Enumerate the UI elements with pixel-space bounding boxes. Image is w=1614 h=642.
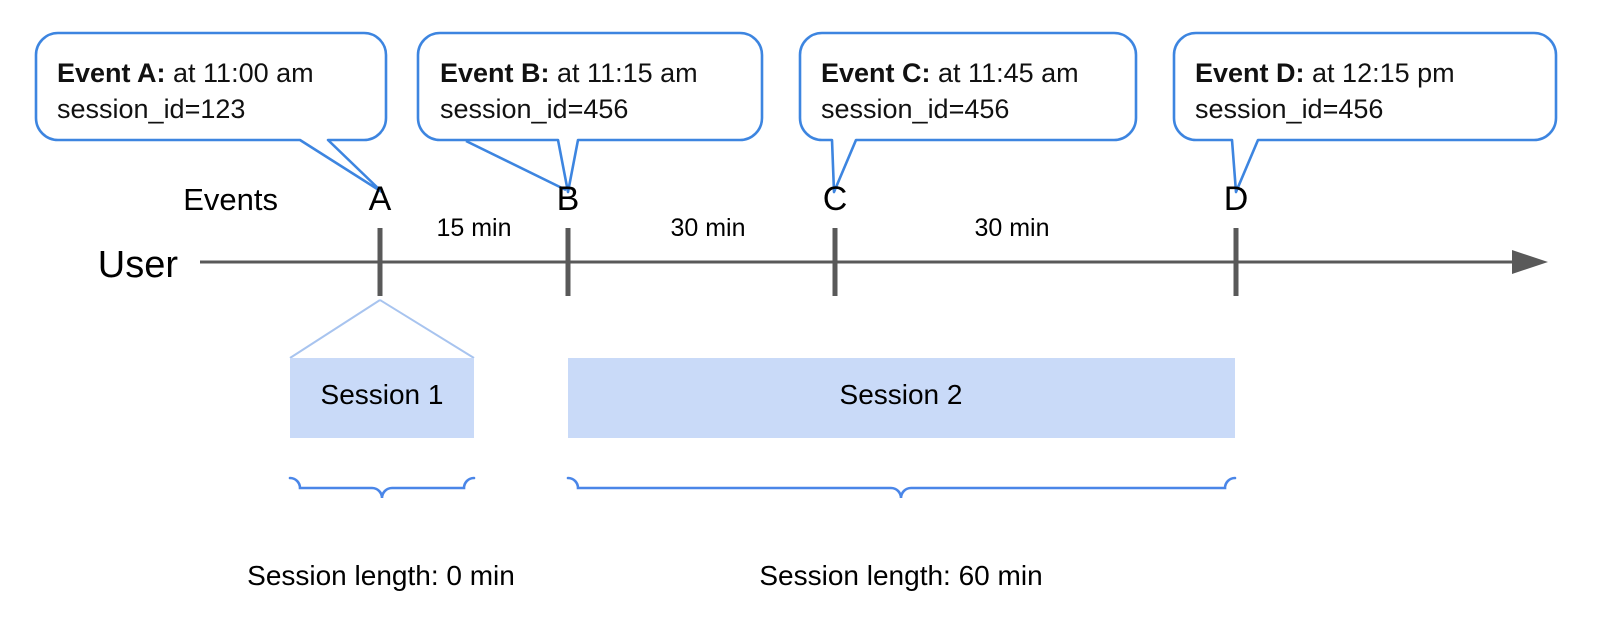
callout-a-lead: Event A:	[57, 58, 166, 88]
session-2-brace	[566, 476, 1237, 499]
callout-b-tail-stroke	[465, 139, 567, 192]
session-1-brace	[288, 476, 476, 499]
callout-b-bubble	[416, 31, 764, 194]
callout-c-time: at 11:45 am	[931, 58, 1079, 88]
callout-a-line1: Event A: at 11:00 am	[57, 58, 314, 88]
timeline-arrowhead-icon	[1512, 250, 1548, 274]
user-row-label: User	[98, 244, 179, 286]
session-1-label: Session 1	[321, 379, 444, 410]
callout-d-bubble	[1172, 31, 1558, 194]
event-letter-c: C	[823, 180, 848, 218]
callout-c-line2: session_id=456	[821, 94, 1009, 124]
session-2-length-label: Session length: 60 min	[759, 560, 1042, 591]
events-row-label: Events	[183, 182, 278, 217]
callout-c-bubble	[798, 31, 1138, 194]
session-2-label: Session 2	[840, 379, 963, 410]
session-1-length-label: Session length: 0 min	[247, 560, 515, 591]
event-letter-d: D	[1224, 180, 1249, 218]
gap-label-a-b: 15 min	[436, 214, 511, 242]
callout-a-line2: session_id=123	[57, 94, 245, 124]
callout-event-b: Event B: at 11:15 am session_id=456	[416, 31, 764, 194]
callout-c-lead: Event C:	[821, 58, 931, 88]
callout-d-line2: session_id=456	[1195, 94, 1383, 124]
session-1-bar	[290, 358, 474, 438]
callout-b-lead: Event B:	[440, 58, 550, 88]
callout-d-time: at 12:15 pm	[1305, 58, 1455, 88]
gap-label-c-d: 30 min	[974, 214, 1049, 242]
session-1-connector	[289, 299, 475, 359]
callout-a-time: at 11:00 am	[166, 58, 314, 88]
callout-b-line2: session_id=456	[440, 94, 628, 124]
callout-a-bubble	[34, 31, 388, 194]
callout-b-time: at 11:15 am	[550, 58, 698, 88]
callout-c-line1: Event C: at 11:45 am	[821, 58, 1079, 88]
callout-event-c: Event C: at 11:45 am session_id=456	[798, 31, 1138, 194]
gap-label-b-c: 30 min	[670, 214, 745, 242]
callout-d-line1: Event D: at 12:15 pm	[1195, 58, 1455, 88]
session-2-bar	[568, 358, 1235, 438]
event-letter-b: B	[557, 180, 580, 218]
event-letter-a: A	[369, 180, 392, 218]
callout-event-a: Event A: at 11:00 am session_id=123	[34, 31, 388, 194]
callout-b-line1: Event B: at 11:15 am	[440, 58, 698, 88]
callout-d-lead: Event D:	[1195, 58, 1305, 88]
callout-event-d: Event D: at 12:15 pm session_id=456	[1172, 31, 1558, 194]
